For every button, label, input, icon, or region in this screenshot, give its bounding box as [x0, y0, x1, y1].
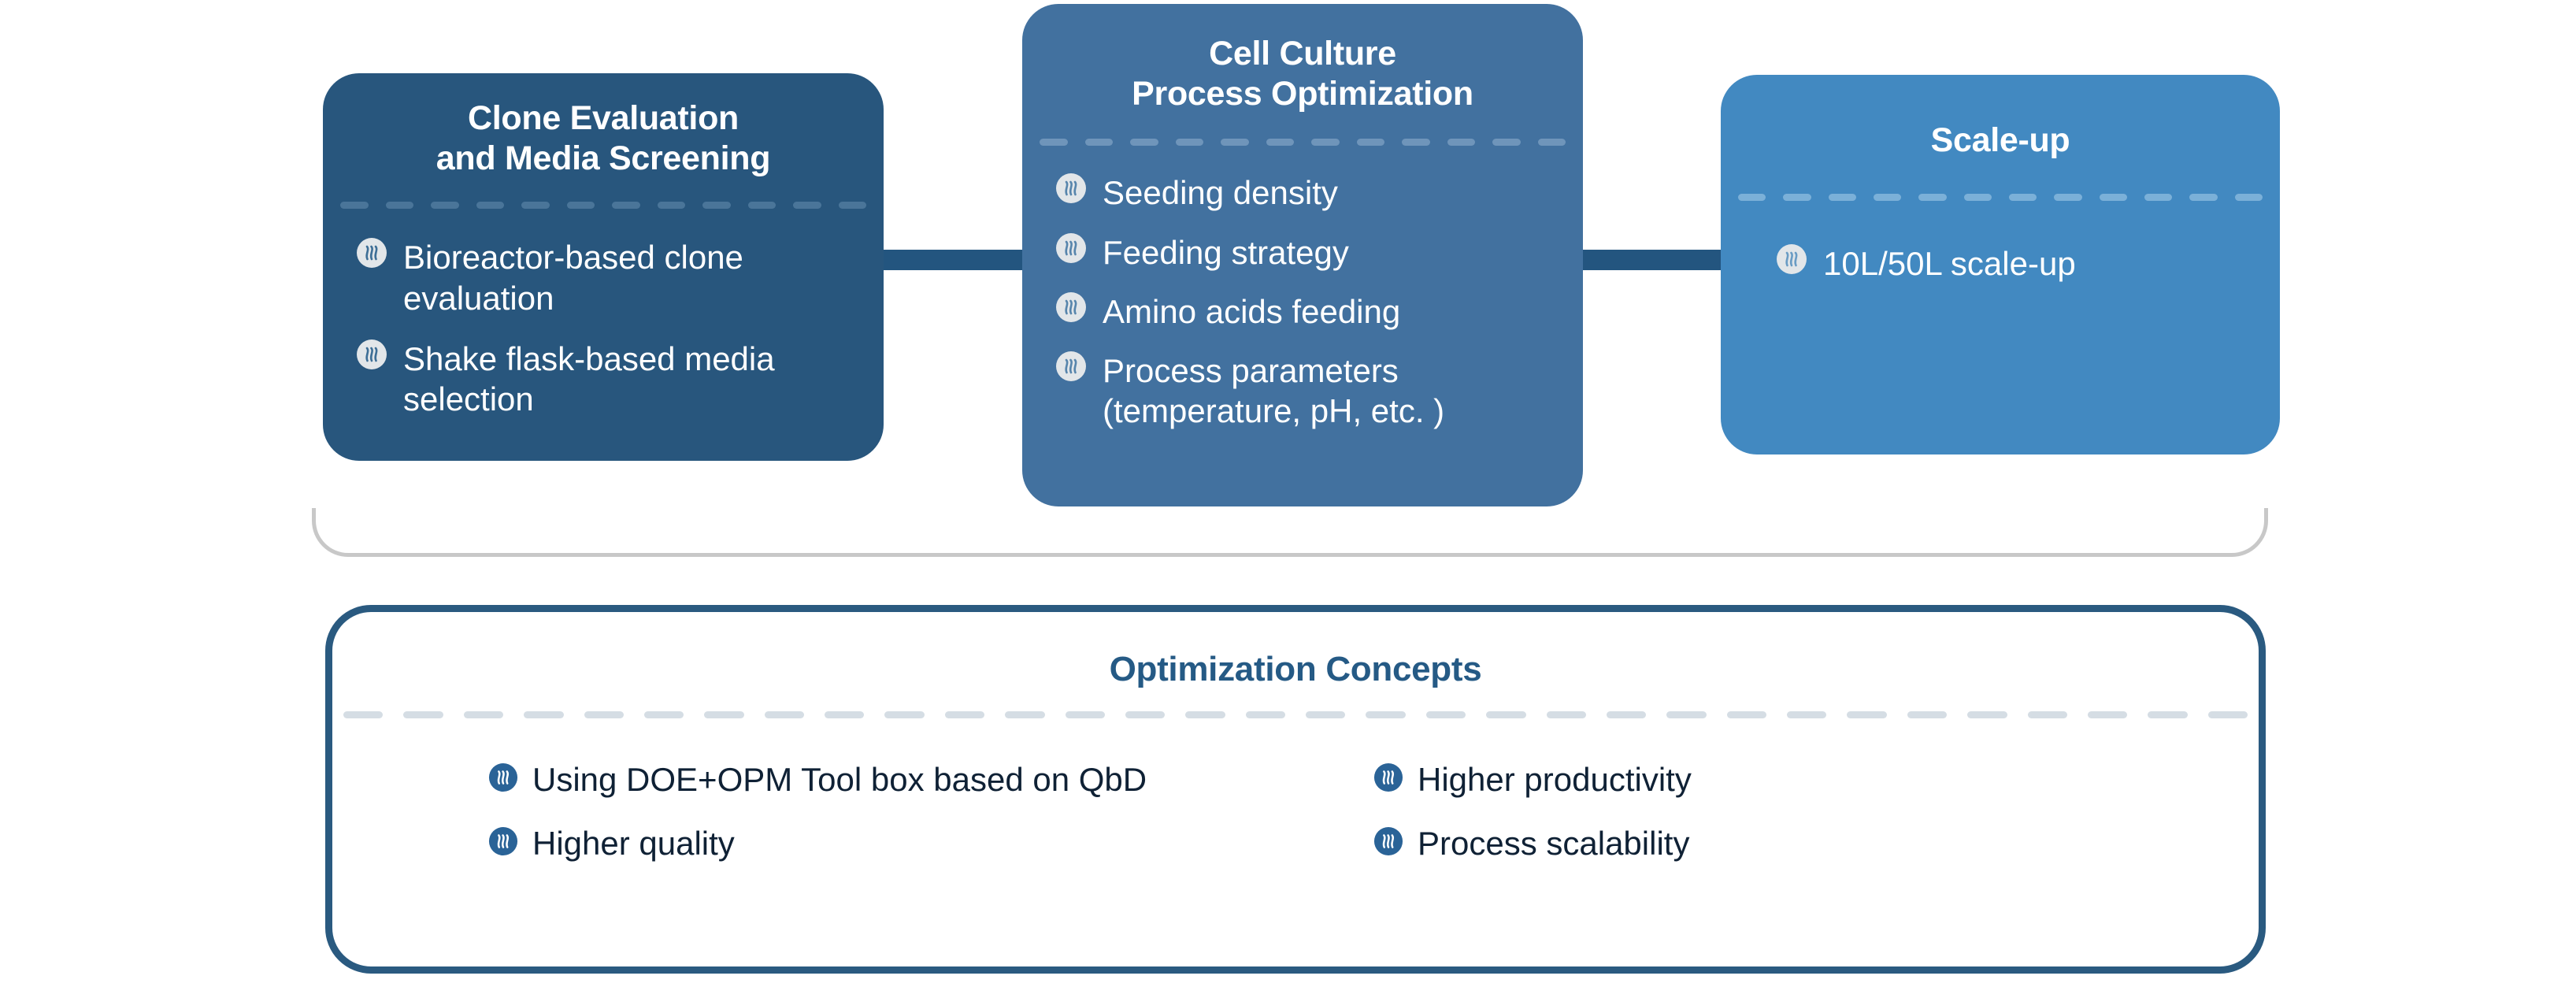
list-item-label: Process parameters (temperature, pH, etc… — [1103, 352, 1445, 430]
card-clone-evaluation-title: Clone Evaluation and Media Screening — [436, 99, 771, 177]
wave-circle-icon — [488, 762, 518, 796]
list-item-label: 10L/50L scale-up — [1823, 244, 2076, 282]
panel-optimization-concepts[interactable]: Optimization Concepts — [325, 605, 2266, 974]
list-item[interactable]: Shake flask-based media selection — [356, 339, 884, 419]
panel-optimization-concepts-divider — [343, 711, 2248, 718]
wave-circle-icon — [356, 237, 387, 273]
panel-optimization-concepts-title: Optimization Concepts — [1109, 650, 1482, 688]
card-scale-up-list: 10L/50L scale-up — [1776, 243, 2280, 284]
list-item[interactable]: Process parameters (temperature, pH, etc… — [1055, 351, 1583, 431]
list-item-label: Higher productivity — [1418, 761, 1692, 798]
list-item[interactable]: Bioreactor-based clone evaluation — [356, 237, 884, 317]
workflow-group-bracket — [312, 508, 2268, 557]
list-item[interactable]: Feeding strategy — [1055, 232, 1583, 273]
list-item-label: Bioreactor-based clone evaluation — [403, 239, 743, 317]
list-item[interactable]: Amino acids feeding — [1055, 291, 1583, 332]
wave-circle-icon — [356, 339, 387, 374]
card-cell-culture-process-optimization-title: Cell Culture Process Optimization — [1132, 35, 1473, 113]
list-item-label: Using DOE+OPM Tool box based on QbD — [532, 761, 1147, 798]
list-item-label: Shake flask-based media selection — [403, 339, 775, 418]
card-cell-culture-process-optimization[interactable]: Cell Culture Process Optimization — [1022, 4, 1583, 506]
card-scale-up-title: Scale-up — [1930, 121, 2070, 159]
list-item-label: Process scalability — [1418, 825, 1690, 863]
card-clone-evaluation[interactable]: Clone Evaluation and Media Screening — [323, 73, 884, 461]
wave-circle-icon — [1055, 173, 1087, 208]
list-item-label: Amino acids feeding — [1103, 292, 1401, 330]
list-item[interactable]: Using DOE+OPM Tool box based on QbD — [488, 759, 1373, 800]
card-scale-up-divider — [1738, 193, 2263, 201]
wave-circle-icon — [1373, 826, 1403, 860]
wave-circle-icon — [1055, 291, 1087, 327]
list-item[interactable]: Higher quality — [488, 823, 1373, 863]
card-cell-culture-process-optimization-list: Seeding density Feeding strategy — [1055, 173, 1583, 431]
card-cell-culture-process-optimization-divider — [1040, 139, 1566, 147]
list-item-label: Seeding density — [1103, 174, 1338, 212]
card-clone-evaluation-list: Bioreactor-based clone evaluation Shake … — [356, 237, 884, 419]
wave-circle-icon — [1373, 762, 1403, 796]
card-scale-up[interactable]: Scale-up 10L/50L scale-up — [1721, 75, 2280, 454]
list-item[interactable]: Seeding density — [1055, 173, 1583, 213]
wave-circle-icon — [1055, 351, 1087, 386]
list-item-label: Higher quality — [532, 825, 735, 863]
card-clone-evaluation-divider — [340, 202, 866, 210]
list-item-label: Feeding strategy — [1103, 233, 1349, 271]
wave-circle-icon — [1776, 243, 1807, 279]
connector-process-to-scaleup — [1575, 250, 1729, 270]
connector-clone-to-process — [876, 250, 1030, 270]
panel-optimization-concepts-list: Using DOE+OPM Tool box based on QbD High… — [332, 759, 2259, 863]
list-item[interactable]: Process scalability — [1373, 823, 2259, 863]
list-item[interactable]: Higher productivity — [1373, 759, 2259, 800]
list-item[interactable]: 10L/50L scale-up — [1776, 243, 2280, 284]
wave-circle-icon — [488, 826, 518, 860]
wave-circle-icon — [1055, 232, 1087, 268]
